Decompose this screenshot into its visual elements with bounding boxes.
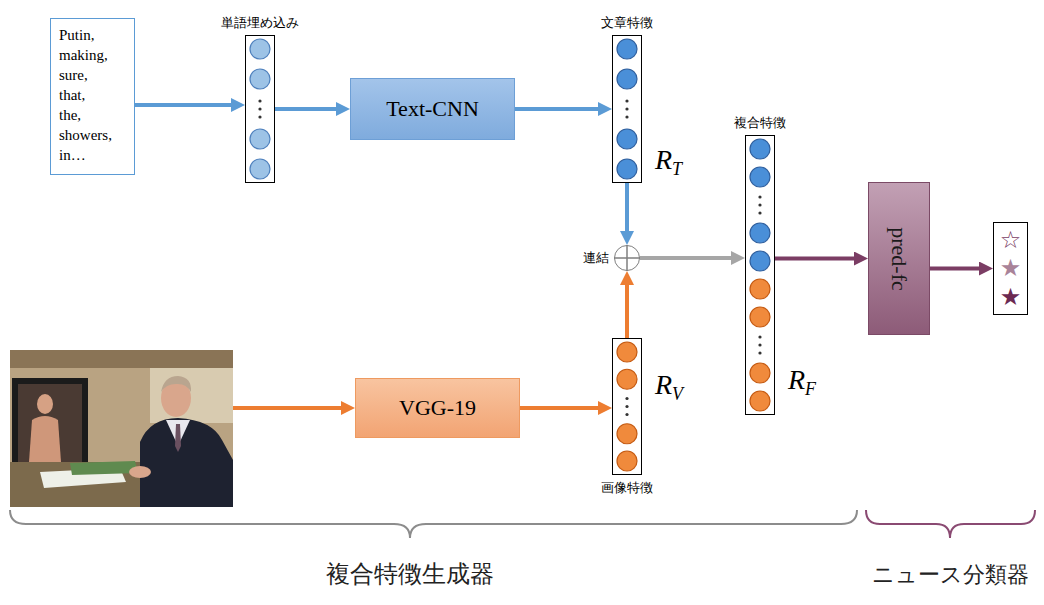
embedding-vector: 単語埋め込み — [245, 35, 275, 183]
ellipsis-dot — [625, 99, 628, 102]
vector-element — [750, 251, 770, 271]
feature-symbol: RF — [788, 364, 816, 396]
vector-element — [617, 424, 637, 444]
vector-heading: 画像特徴 — [601, 479, 653, 497]
feature-symbol: RV — [655, 369, 683, 401]
pred-fc-box: pred-fc — [868, 182, 930, 335]
vector-heading: 複合特徴 — [734, 114, 786, 132]
vector-element — [617, 39, 637, 59]
vgg-box: VGG-19 — [355, 378, 520, 438]
flow-arrow — [625, 183, 629, 231]
module-name: pred-fc — [886, 227, 912, 291]
vector-element — [750, 391, 770, 411]
fused-feature-vector: 複合特徴RF — [745, 135, 775, 415]
vector-element — [750, 363, 770, 383]
vector-element — [250, 159, 270, 179]
concat-symbol — [614, 245, 640, 271]
concat-circle: 連結 — [614, 245, 640, 271]
ellipsis-dot — [625, 107, 628, 110]
vector-element — [617, 159, 637, 179]
ellipsis-dot — [258, 115, 261, 118]
part-label: ニュース分類器 — [872, 560, 1029, 590]
vector-element — [617, 369, 637, 389]
class-star: ★ — [1000, 283, 1022, 311]
news-photo — [10, 350, 233, 507]
text-cnn-box: Text-CNN — [350, 78, 515, 140]
ellipsis-dot — [758, 195, 761, 198]
concat-label: 連結 — [583, 249, 609, 267]
vector-element — [750, 139, 770, 159]
ellipsis-dot — [758, 203, 761, 206]
vector-heading: 単語埋め込み — [221, 14, 299, 32]
vector-element — [250, 129, 270, 149]
vector-element — [250, 69, 270, 89]
flow-arrow — [520, 406, 598, 410]
image-feature-vector: RV画像特徴 — [612, 338, 642, 475]
ellipsis-dot — [258, 99, 261, 102]
flow-arrow — [275, 107, 336, 111]
part-label: 複合特徴生成器 — [326, 558, 494, 590]
class-star: ☆ — [1000, 226, 1022, 254]
ellipsis-dot — [758, 335, 761, 338]
ellipsis-dot — [758, 351, 761, 354]
module-name: Text-CNN — [386, 96, 479, 122]
vector-element — [617, 451, 637, 471]
output-box: ☆★★ — [993, 222, 1028, 315]
image-input-arrow — [233, 406, 341, 410]
text-feature-vector: 文章特徴RT — [612, 35, 642, 183]
ellipsis-dot — [625, 405, 628, 408]
ellipsis-dot — [258, 107, 261, 110]
flow-arrow — [930, 267, 979, 271]
input-words: Putin, making, sure, that, the, showers,… — [59, 25, 126, 165]
ellipsis-dot — [758, 211, 761, 214]
ellipsis-dot — [625, 115, 628, 118]
input-text-box: Putin, making, sure, that, the, showers,… — [50, 18, 135, 175]
vector-element — [617, 129, 637, 149]
vector-element — [750, 307, 770, 327]
generator-brace — [10, 510, 857, 538]
vector-element — [250, 39, 270, 59]
vector-elements — [250, 39, 770, 471]
class-star: ★ — [1000, 254, 1022, 282]
ellipsis-dot — [625, 413, 628, 416]
flow-arrow — [625, 285, 629, 338]
flow-arrow — [515, 107, 598, 111]
ellipsis-dot — [758, 343, 761, 346]
vector-element — [617, 342, 637, 362]
flow-arrow — [640, 256, 731, 260]
flow-arrow — [775, 257, 854, 261]
classifier-brace — [866, 510, 1035, 538]
vector-element — [750, 279, 770, 299]
feature-symbol: RT — [655, 144, 682, 176]
flow-arrow — [135, 103, 231, 107]
vector-element — [750, 167, 770, 187]
vector-heading: 文章特徴 — [601, 14, 653, 32]
vector-element — [617, 69, 637, 89]
module-name: VGG-19 — [399, 395, 476, 421]
ellipsis-dot — [625, 397, 628, 400]
vector-element — [750, 223, 770, 243]
